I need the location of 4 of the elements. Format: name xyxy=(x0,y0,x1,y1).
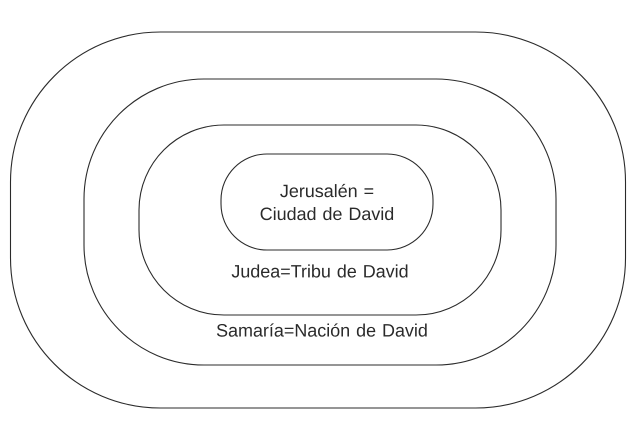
region-label: Samaría=Nación de David xyxy=(216,323,427,337)
region-label: Jerusalén = Ciudad de David xyxy=(260,184,394,220)
region-label: Judea=Tribu de David xyxy=(232,264,408,278)
ring xyxy=(10,31,626,409)
